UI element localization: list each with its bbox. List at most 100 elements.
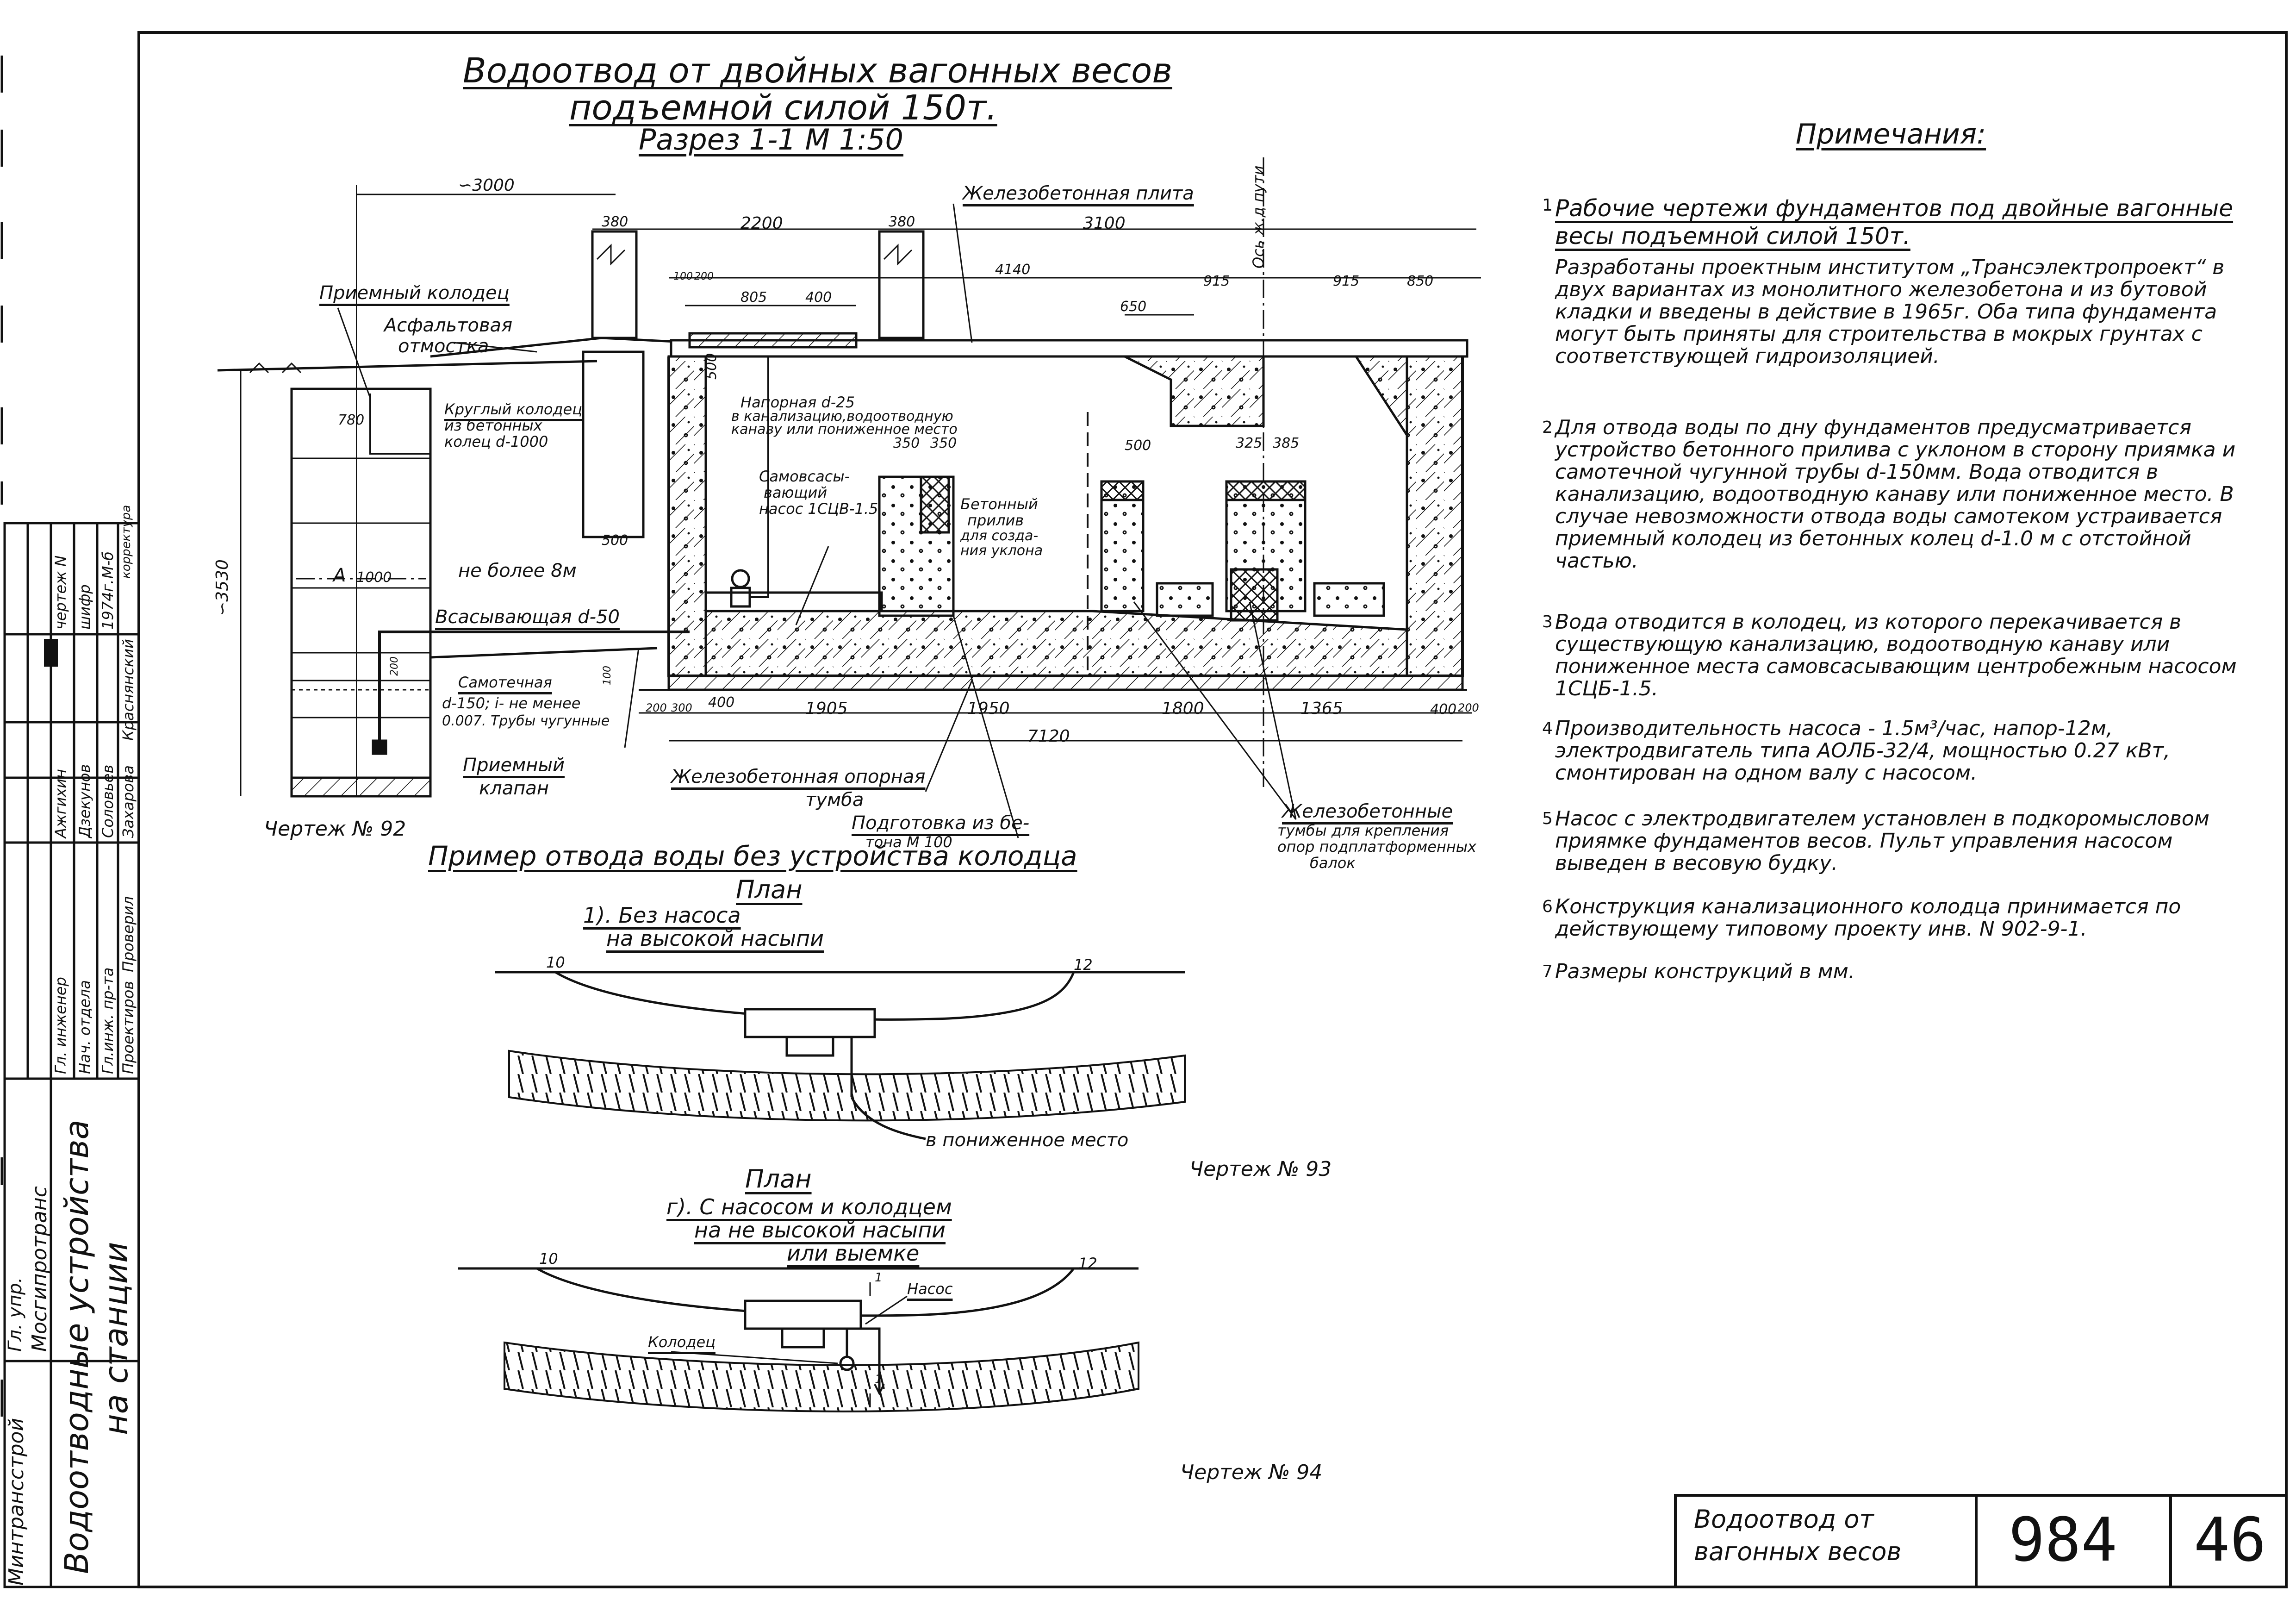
dim-100: 100 [673, 271, 693, 282]
dim-1365: 1365 [1300, 699, 1343, 718]
label-max8: не более 8м [458, 560, 577, 581]
side-stamp [3, 522, 140, 1588]
label-suction: Всасывающая d-50 [435, 606, 620, 628]
note-text: Конструкция канализационного колодца при… [1555, 895, 2181, 941]
label-valve2: клапан [479, 778, 549, 799]
note-2: 2 Для отвода воды по дну фундаментов пре… [1542, 417, 2249, 572]
dim-500c: 500 [1125, 437, 1151, 454]
plan1-node-10: 10 [546, 954, 565, 971]
label-rc-support1: Железобетонная опорная [671, 766, 926, 787]
label-rc-pedestals1: Железобетонные [1282, 801, 1453, 822]
dim-915a: 915 [1203, 273, 1230, 289]
note-text: Насос с электродвигателем установлен в п… [1555, 807, 2209, 875]
plan2-node-10: 10 [539, 1250, 558, 1268]
note-num: 1 [1542, 196, 1553, 215]
dim-200b: 200 [646, 701, 667, 714]
notes-heading: Примечания: [1796, 118, 1986, 150]
label-concrete3: для созда- [960, 528, 1039, 544]
note-num: 7 [1542, 962, 1553, 981]
dim-380b: 380 [889, 214, 915, 230]
note-3: 3 Вода отводится в колодец, из которого … [1542, 611, 2249, 700]
dim-1800: 1800 [1162, 699, 1204, 718]
label-concrete4: ния уклона [960, 543, 1043, 559]
plan2-sub-c: или выемке [787, 1241, 920, 1266]
note-text: Рабочие чертежи фундаментов под двойные … [1555, 195, 2234, 250]
plan1-lower-place: в пониженное место [926, 1130, 1129, 1151]
title-block-name2: вагонных весов [1694, 1537, 1902, 1566]
title-block-sheet: 46 [2194, 1505, 2266, 1575]
dim-385: 385 [1273, 435, 1300, 451]
dim-4140: 4140 [995, 262, 1031, 278]
label-asphalt2: отмостка [398, 336, 489, 357]
plan2-well-label: Колодец [648, 1333, 716, 1351]
plan2-section-mark-2: 1 [875, 1373, 883, 1387]
dim-7120: 7120 [1027, 727, 1070, 746]
plan1-sub-b: на высокой насыпи [606, 926, 824, 951]
note-num: 6 [1542, 897, 1553, 916]
label-pressure-pipe3: канаву или пониженное место [731, 421, 958, 437]
label-pressure-pipe: Напорная d-25 [740, 394, 855, 411]
title-line2: подъемной силой 150т. [569, 88, 997, 128]
label-round-well: Круглый колодец [444, 400, 582, 418]
label-pressure-pipe2: в канализацию,водоотводную [731, 408, 953, 425]
label-concrete1: Бетонный [960, 495, 1038, 513]
dim-200: 200 [694, 271, 714, 282]
drawing-ref-92: Чертеж № 92 [264, 817, 406, 841]
dim-300: 300 [671, 701, 692, 714]
label-round-well3: колец d-1000 [444, 433, 548, 450]
note-5: 5 Насос с электродвигателем установлен в… [1542, 807, 2249, 875]
label-rc-support2: тумба [805, 789, 864, 811]
label-gravity2: d-150; i- не менее [442, 694, 581, 712]
label-gravity3: 0.007. Трубы чугунные [442, 713, 610, 729]
note-num: 4 [1542, 719, 1553, 738]
label-prep1: Подготовка из бе- [852, 812, 1030, 834]
dim-A: A [333, 565, 346, 586]
dim-380a: 380 [602, 214, 628, 230]
plan1-sub-a: 1). Без насоса [583, 903, 741, 928]
label-pump3: насос 1СЦВ-1.5 [759, 500, 878, 518]
dim-650: 650 [1120, 299, 1147, 315]
label-receiving-well: Приемный колодец [319, 282, 510, 304]
note-1: 1 Рабочие чертежи фундаментов под двойны… [1542, 194, 2249, 368]
dim-850: 850 [1407, 273, 1434, 289]
drawing-ref-93: Чертеж № 93 [1189, 1157, 1332, 1181]
plan1-node-12: 12 [1074, 956, 1093, 974]
label-rc-pedestals4: балок [1310, 854, 1356, 872]
dim-915b: 915 [1333, 273, 1360, 289]
note-text-2: Разработаны проектным институтом „Трансэ… [1555, 256, 2225, 368]
plan2-sub-a: г). С насосом и колодцем [666, 1194, 952, 1219]
note-6: 6 Конструкция канализационного колодца п… [1542, 895, 2249, 941]
dim-780: 780 [338, 412, 365, 428]
dim-350b: 350 [930, 435, 957, 451]
dim-200c: 200 [1458, 701, 1479, 714]
note-num: 3 [1542, 612, 1553, 631]
dim-1905: 1905 [805, 699, 848, 718]
plan1-title: План [736, 875, 803, 904]
label-pump1: Самовсасы- [759, 468, 850, 485]
note-text: Производительность насоса - 1.5м³/час, н… [1555, 717, 2171, 785]
plan2-node-12: 12 [1078, 1255, 1097, 1272]
plan2-title: План [745, 1164, 812, 1193]
drawing-ref-94: Чертеж № 94 [1180, 1461, 1323, 1484]
dim-350a: 350 [893, 435, 920, 451]
label-gravity1: Самотечная [458, 674, 552, 691]
plan2-section-mark-1: 1 [875, 1271, 883, 1285]
title-line3: Разрез 1-1 М 1:50 [639, 123, 903, 156]
dim-805: 805 [740, 289, 767, 306]
dim-2200: 2200 [740, 214, 783, 233]
label-valve1: Приемный [463, 755, 565, 776]
label-rc-pedestals3: опор подплатформенных [1277, 838, 1476, 856]
title-block-name1: Водоотвод от [1694, 1505, 1874, 1534]
example-title: Пример отвода воды без устройства колодц… [428, 840, 1077, 872]
plan2-pump-label: Насос [907, 1280, 953, 1298]
dim-3100: 3100 [1083, 214, 1126, 233]
note-num: 2 [1542, 418, 1553, 437]
label-pump2: вающий [764, 484, 828, 501]
label-rc-pedestals2: тумбы для крепления [1277, 822, 1449, 839]
title-line1: Водоотвод от двойных вагонных весов [463, 51, 1172, 91]
dim-400b: 400 [708, 694, 735, 711]
label-concrete2: прилив [967, 512, 1024, 529]
